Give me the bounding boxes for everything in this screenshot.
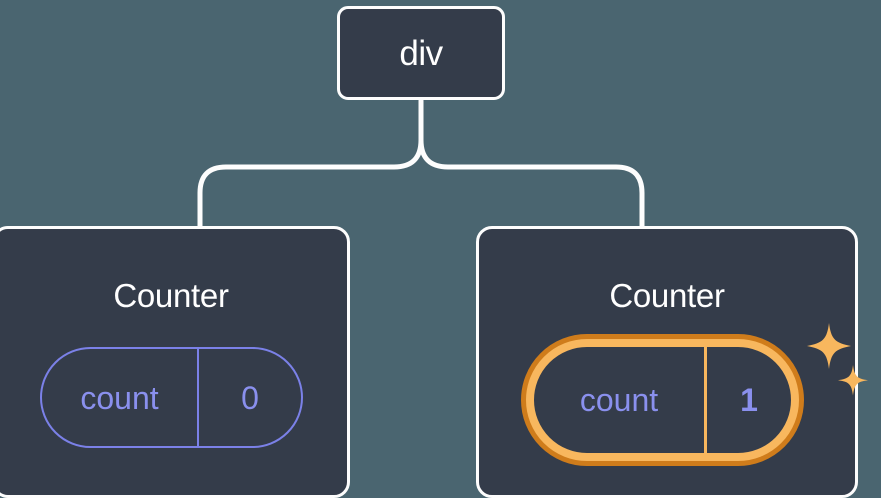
state-pill-left-key: count: [80, 379, 159, 416]
state-pill-right[interactable]: count 1: [521, 334, 804, 466]
node-counter-right[interactable]: Counter count 1: [476, 226, 868, 498]
state-pill-left-value-cell: 0: [199, 349, 301, 446]
state-pill-right-ring: count 1: [526, 339, 799, 461]
state-pill-left[interactable]: count 0: [40, 347, 303, 448]
state-pill-right-key: count: [579, 382, 659, 418]
node-counter-left[interactable]: Counter count 0: [0, 226, 350, 498]
state-pill-right-key-cell: count: [534, 347, 707, 453]
state-pill-right-value: 1: [740, 382, 758, 418]
sparkle-large-icon: [807, 323, 851, 369]
state-pill-right-glow: [521, 334, 804, 466]
node-counter-left-title: Counter: [113, 277, 229, 314]
sparkle-small-icon: [838, 365, 868, 396]
connector-to-left-child: [197, 98, 424, 231]
sparkle-group: [807, 323, 868, 396]
node-root-div[interactable]: div: [337, 6, 505, 100]
node-counter-right-title: Counter: [609, 277, 725, 314]
state-pill-left-value: 0: [241, 379, 259, 416]
state-pill-right-value-cell: 1: [707, 347, 791, 453]
state-pill-left-key-cell: count: [42, 349, 199, 446]
node-root-label: div: [399, 33, 443, 73]
connector-to-right-child: [418, 98, 645, 231]
